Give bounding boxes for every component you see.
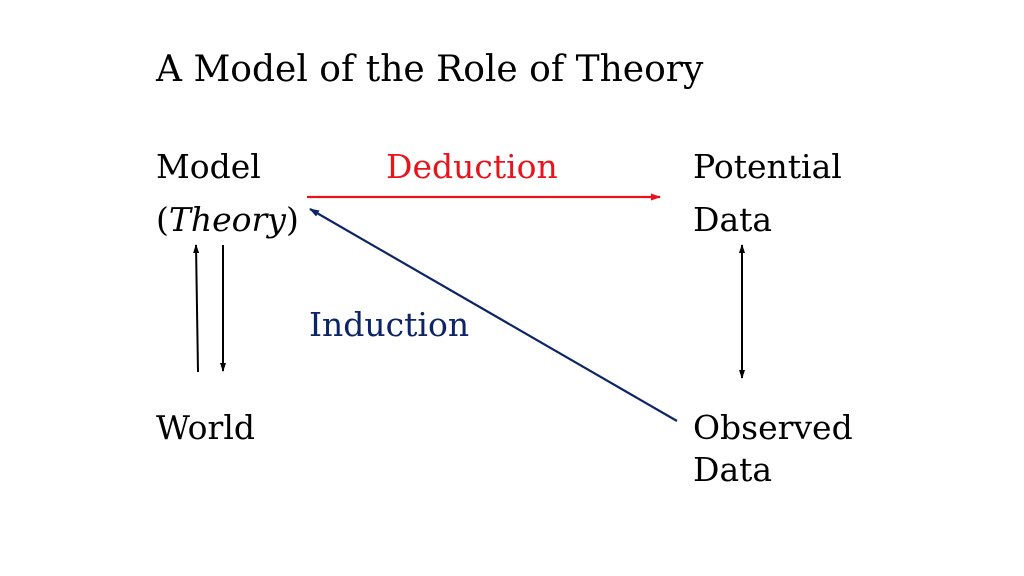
observed-data-label-line2: Data — [693, 450, 773, 489]
potential-data-label-line1: Potential — [693, 147, 842, 186]
slide-title: A Model of the Role of Theory — [156, 49, 704, 90]
theory-word: Theory — [168, 200, 286, 239]
induction-label: Induction — [309, 305, 470, 344]
world-to-model-arrow — [193, 244, 200, 373]
observed-data-label-line1: Observed — [693, 408, 853, 447]
model-node-label: Model — [156, 147, 261, 186]
theory-open-paren: ( — [156, 200, 169, 239]
deduction-label: Deduction — [386, 147, 558, 186]
induction-arrow — [309, 208, 678, 422]
theory-close-paren: ) — [285, 200, 299, 239]
theory-node-label: (Theory) — [156, 203, 299, 236]
potential-data-label-line2: Data — [693, 200, 773, 239]
world-node-label: World — [156, 408, 255, 447]
